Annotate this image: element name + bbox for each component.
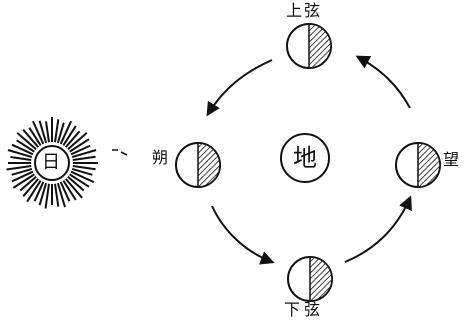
sun-ray xyxy=(55,119,58,142)
moon-last-quarter xyxy=(288,257,332,301)
sun-ray xyxy=(10,157,31,160)
sun-ray xyxy=(46,121,49,142)
sun-ray xyxy=(55,184,58,207)
earth-label: 地 xyxy=(293,146,317,170)
sun-ray xyxy=(46,184,50,209)
label-last-quarter: 下弦 xyxy=(284,302,324,318)
label-new-moon: 朔 xyxy=(152,150,168,166)
sun-ray xyxy=(58,183,65,207)
label-full-moon: 望 xyxy=(443,152,459,168)
arrow-last-quarter-to-full-moon xyxy=(345,198,410,262)
stray-marks xyxy=(112,150,127,155)
arrow-new-moon-to-last-quarter xyxy=(212,206,272,262)
sun-ray xyxy=(7,166,32,170)
sun-label: 日 xyxy=(42,154,60,172)
moon-first-quarter xyxy=(287,24,331,68)
sun-ray xyxy=(73,157,96,160)
moon-full-moon xyxy=(396,143,440,187)
sun-ray xyxy=(73,166,96,169)
label-first-quarter: 上弦 xyxy=(286,3,322,19)
sun-ray xyxy=(8,150,32,157)
moon-new-moon xyxy=(176,143,220,187)
arrow-first-quarter-to-new-moon xyxy=(208,60,272,114)
sun-ray xyxy=(72,150,96,157)
arrow-full-moon-to-first-quarter xyxy=(358,57,410,108)
